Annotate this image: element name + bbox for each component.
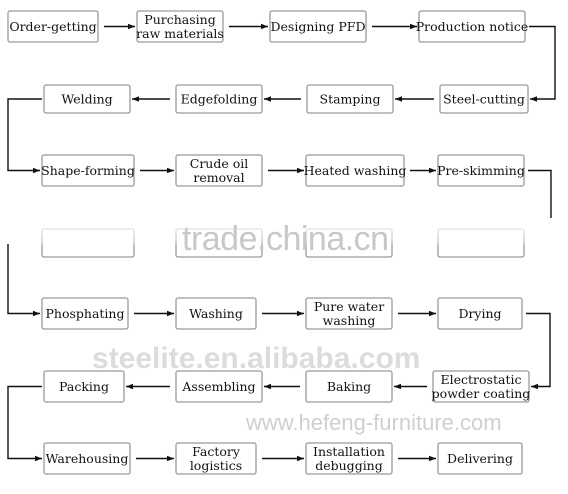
box-edgefolding: Edgefolding (175, 84, 263, 114)
box-order-getting: Order-getting (7, 10, 99, 43)
box-frame (175, 297, 257, 330)
box-frame (306, 84, 394, 114)
box-frame (7, 10, 99, 43)
box-designing-pfd: Designing PFD (269, 10, 367, 43)
box-steel-cutting: Steel-cutting (439, 84, 529, 114)
box-frame (136, 10, 224, 43)
box-frame (432, 370, 530, 403)
box-label: Heated washing (304, 163, 407, 178)
box-frame (437, 442, 523, 475)
box-label: Baking (327, 379, 371, 394)
box-label: Factory (192, 444, 241, 459)
box-label: Drying (458, 306, 501, 321)
box-frame (269, 10, 367, 43)
box-frame (305, 154, 405, 187)
box-drying: Drying (437, 297, 523, 330)
box-label: Delivering (447, 451, 513, 466)
arrow-turn-right (529, 25, 556, 102)
box-warehousing: Warehousing (43, 442, 131, 475)
box-label: Steel-cutting (443, 92, 525, 107)
box-frame (418, 10, 526, 43)
box-frame (305, 297, 393, 330)
arrow-turn-left-2 (7, 385, 42, 462)
box-shape-forming: Shape-forming (41, 154, 135, 187)
box-label: Phosphating (46, 306, 125, 321)
box-production-notice: Production notice (416, 10, 529, 43)
box-packing: Packing (43, 370, 125, 403)
arrow-turn-left (7, 98, 42, 174)
box-label: Assembling (181, 379, 255, 394)
box-label: Welding (61, 92, 112, 107)
box-label: Crude oil (190, 156, 248, 171)
box-label: Packing (59, 379, 109, 394)
box-label: raw materials (136, 26, 224, 41)
box-stamping: Stamping (306, 84, 394, 114)
box-pre-skimming: Pre-skimming (437, 154, 525, 187)
box-frame (305, 442, 393, 475)
box-label: removal (193, 170, 244, 185)
box-label: Shape-forming (41, 163, 135, 178)
box-label: Production notice (416, 19, 529, 34)
box-label: debugging (315, 458, 383, 473)
box-frame (175, 154, 263, 187)
box-label: Designing PFD (270, 19, 365, 34)
arrow-turn-right-2 (526, 312, 551, 390)
box-frame (175, 84, 263, 114)
box-label: powder coating (432, 386, 531, 401)
box-frame (43, 84, 131, 114)
box-assembling: Assembling (175, 370, 263, 403)
box-label: Warehousing (46, 451, 129, 466)
box-label: Pre-skimming (437, 163, 525, 178)
box-label: Washing (189, 306, 243, 321)
box-label: logistics (190, 458, 242, 473)
box-washing: Washing (175, 297, 257, 330)
box-frame (305, 370, 393, 403)
box-frame (43, 370, 125, 403)
box-delivering: Delivering (437, 442, 523, 475)
box-label: Electrostatic (441, 372, 522, 387)
box-frame (41, 154, 135, 187)
box-baking: Baking (305, 370, 393, 403)
box-frame (439, 84, 529, 114)
box-label: Stamping (320, 92, 381, 107)
box-frame (175, 442, 257, 475)
box-frame (437, 297, 523, 330)
line-down-right (528, 169, 552, 218)
box-heated-washing: Heated washing (304, 154, 407, 187)
connectors (7, 23, 556, 462)
box-label: Order-getting (9, 19, 96, 34)
box-label: Installation (313, 444, 385, 459)
box-label: washing (323, 313, 376, 328)
box-phosphating: Phosphating (41, 297, 129, 330)
box-welding: Welding (43, 84, 131, 114)
box-label: Edgefolding (181, 92, 258, 107)
watermark-fade-band (0, 218, 568, 244)
box-frame (43, 442, 131, 475)
box-label: Purchasing (144, 12, 215, 27)
box-frame (41, 297, 129, 330)
box-label: Pure water (314, 299, 384, 314)
box-frame (175, 370, 263, 403)
box-frame (437, 154, 525, 187)
arrow-into-phosphating (7, 244, 40, 317)
